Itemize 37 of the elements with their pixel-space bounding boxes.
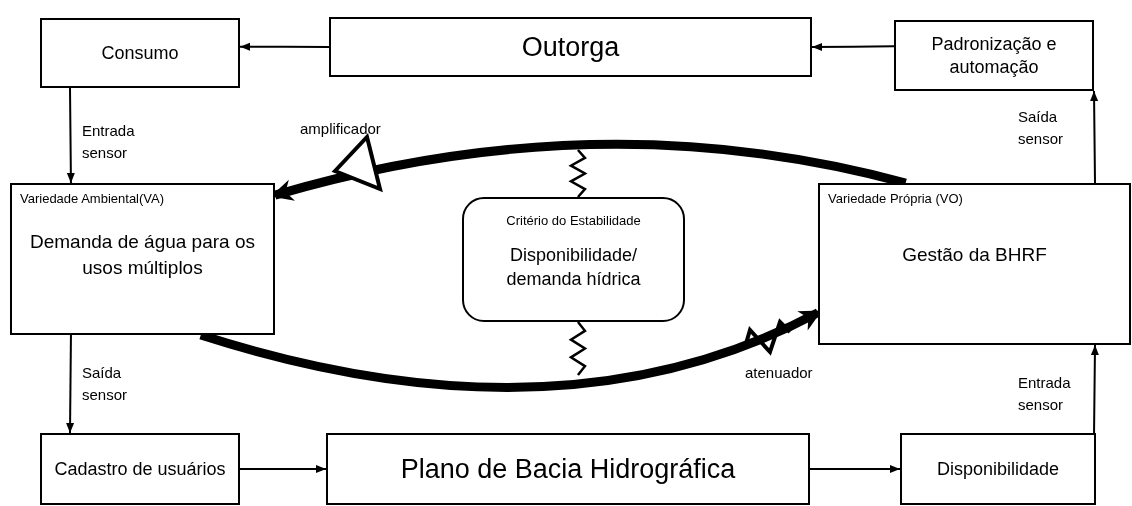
box-heading: Variedade Própria (VO) <box>827 190 964 208</box>
box-label: Plano de Bacia Hidrográfica <box>400 452 736 486</box>
process-box <box>329 17 812 77</box>
box-label: Disponibilidade <box>936 457 1060 481</box>
process-box <box>10 183 275 335</box>
spring-line <box>568 321 588 376</box>
arrow <box>811 42 895 51</box>
box-label: Disponibilidade/ demanda hídrica <box>505 243 642 292</box>
edge-label: Entrada sensor <box>1018 373 1072 415</box>
arrow <box>1090 90 1099 184</box>
arrow <box>66 87 75 184</box>
process-box <box>326 433 810 505</box>
arrow <box>239 42 330 51</box>
arrow <box>1090 344 1099 434</box>
arrow <box>239 465 327 473</box>
arrow <box>809 465 901 473</box>
box-heading: Critério do Estabilidade <box>506 212 641 230</box>
edge-label: atenuador <box>745 363 814 383</box>
box-label: Demanda de água para os usos múltiplos <box>29 229 256 280</box>
edge-label: Saída sensor <box>82 363 129 405</box>
criterion-box <box>462 197 685 322</box>
spring-line <box>568 149 588 198</box>
box-heading: Variedade Ambiental(VA) <box>19 190 166 208</box>
edge-label: amplificador <box>300 119 380 139</box>
arrow <box>66 334 75 434</box>
process-box <box>40 18 240 88</box>
process-box <box>894 20 1094 91</box>
edge-label: Saída sensor <box>1018 107 1065 149</box>
edge-label: Entrada sensor <box>82 121 136 163</box>
process-box <box>818 183 1131 345</box>
box-label: Outorga <box>521 30 620 64</box>
box-label: Consumo <box>101 41 179 65</box>
box-label: Cadastro de usuários <box>53 457 227 481</box>
box-label: Gestão da BHRF <box>901 242 1048 267</box>
process-box <box>900 433 1096 505</box>
box-label: Padronização e automação <box>930 33 1058 78</box>
process-box <box>40 433 240 505</box>
